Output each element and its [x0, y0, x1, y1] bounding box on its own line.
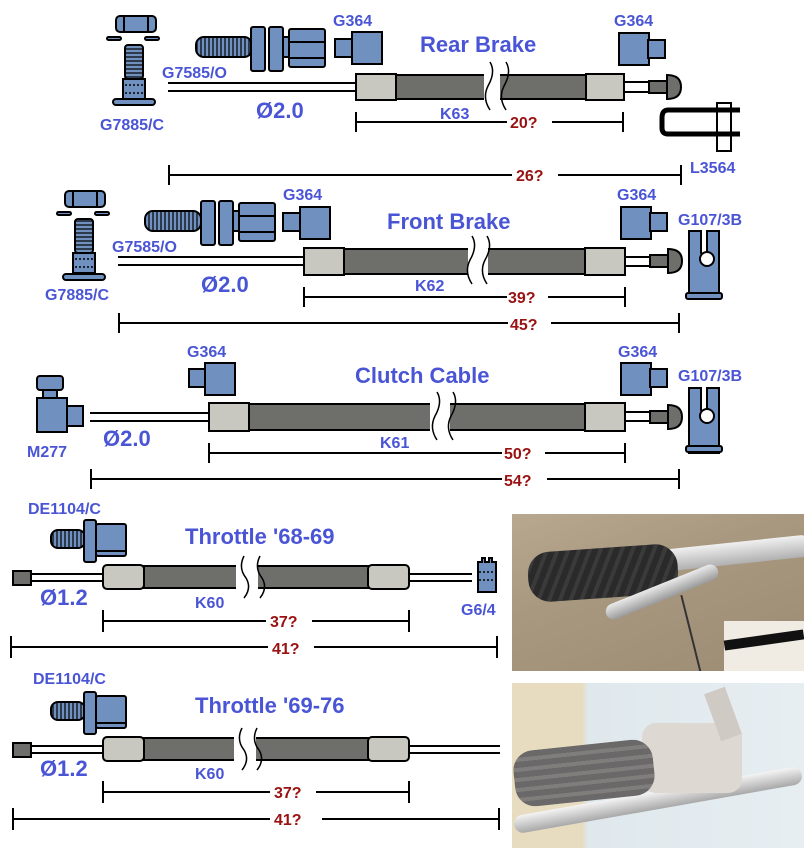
cable-code: K60: [195, 595, 224, 612]
overall-length: 41?: [272, 641, 300, 658]
clutch-cable: M277 G364 Clutch Cable G364 K61 Ø2.0: [27, 344, 742, 490]
rear-brake-cable: G7885/C G7585/O G364 Rear Brake G364: [100, 13, 740, 185]
throttle-grip-with-lever-photo: [512, 514, 804, 671]
inner-length: 37?: [270, 614, 298, 631]
adjuster-icon: [50, 519, 127, 563]
clevis-icon: [659, 102, 740, 152]
part-label: L3564: [690, 160, 735, 177]
adjuster-icon: [144, 200, 276, 246]
inset-photo: [723, 621, 804, 671]
inner-length: 37?: [274, 785, 302, 802]
adjuster-icon: [195, 26, 326, 72]
ferrule-icon: [620, 362, 668, 396]
cable-code: K62: [415, 278, 444, 295]
cable-diameter: Ø2.0: [256, 98, 304, 123]
cable-code: K63: [440, 106, 469, 123]
part-label: G364: [283, 187, 322, 204]
part-label: G107/3B: [678, 368, 742, 385]
part-label: G364: [187, 344, 226, 361]
adjuster-icon: [50, 691, 127, 735]
part-label: M277: [27, 444, 67, 461]
overall-length: 45?: [510, 317, 538, 334]
part-label: G107/3B: [678, 212, 742, 229]
overall-length: 41?: [274, 812, 302, 829]
cable-title: Rear Brake: [420, 32, 536, 57]
ferrule-icon: [334, 31, 383, 65]
part-label: G7885/C: [100, 117, 164, 134]
part-label: G364: [618, 344, 657, 361]
cable-diameter: Ø2.0: [201, 272, 249, 297]
throttle-69-76-cable: DE1104/C Throttle '69-76 K60 Ø1.2 37? 41…: [12, 671, 500, 830]
cable-title: Throttle '68-69: [185, 524, 335, 549]
throttle-68-69-cable: DE1104/C Throttle '68-69 G6/4 K60 Ø1.2 3…: [10, 501, 498, 658]
part-label: G364: [617, 187, 656, 204]
cable-code: K61: [380, 435, 409, 452]
inner-length: 50?: [504, 446, 532, 463]
cable-shape: [680, 594, 702, 671]
inner-length: 20?: [510, 115, 538, 132]
throttle-housing-photo: [512, 683, 804, 848]
end-nipple-icon: [477, 557, 497, 593]
cable-title: Clutch Cable: [355, 363, 489, 388]
lever-end-fitting-icon: [56, 190, 110, 281]
cable-code: K60: [195, 766, 224, 783]
part-label: G364: [614, 13, 653, 30]
cable-diameter: Ø1.2: [40, 756, 88, 781]
overall-length: 54?: [504, 473, 532, 490]
ferrule-icon: [620, 206, 668, 240]
clevis-fitting-icon: [685, 230, 723, 300]
part-label: G7885/C: [45, 287, 109, 304]
lever-end-fitting-icon: [36, 375, 84, 433]
clevis-fitting-icon: [685, 387, 723, 454]
part-label: G7585/O: [162, 65, 227, 82]
ferrule-icon: [282, 206, 331, 240]
part-label: G364: [333, 13, 372, 30]
front-brake-cable: G7885/C G7585/O G364 Front Brake G364: [45, 187, 742, 334]
ferrule-icon: [618, 32, 666, 66]
ferrule-icon: [188, 362, 236, 396]
cable-diameter: Ø1.2: [40, 585, 88, 610]
part-label: G7585/O: [112, 239, 177, 256]
inner-length: 39?: [508, 290, 536, 307]
lever-end-fitting-icon: [106, 15, 160, 106]
part-label: G6/4: [461, 602, 496, 619]
overall-length: 26?: [516, 168, 544, 185]
part-label: DE1104/C: [33, 671, 106, 688]
cable-title: Throttle '69-76: [195, 693, 345, 718]
part-label: DE1104/C: [28, 501, 101, 518]
lever-shape: [661, 534, 804, 572]
cable-title: Front Brake: [387, 209, 510, 234]
cable-diameter: Ø2.0: [103, 426, 151, 451]
